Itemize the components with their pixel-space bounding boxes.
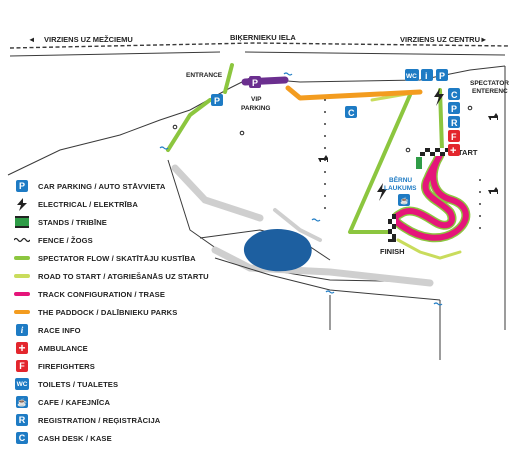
toilets-icon: WC — [15, 378, 29, 390]
cafe-icon: ☕ — [16, 396, 28, 408]
svg-text:P: P — [214, 96, 220, 106]
registration-marker: R — [448, 116, 460, 128]
legend-row: ELECTRICAL / ELEKTRĪBA — [14, 195, 264, 213]
svg-text:P: P — [451, 104, 457, 114]
paddock-icon — [14, 305, 30, 319]
toilets-marker: WC — [405, 69, 419, 81]
ambulance-marker: + — [448, 144, 460, 157]
svg-text:i: i — [425, 71, 428, 81]
legend-label: AMBULANCE — [38, 343, 88, 353]
legend-label: RACE INFO — [38, 325, 81, 335]
legend: P CAR PARKING / AUTO STĀVVIETA ELECTRICA… — [14, 177, 264, 447]
stands-marker — [416, 157, 422, 169]
dotted-paths — [324, 99, 481, 229]
spectator-entrance-label-1: SPECTATOR — [470, 80, 509, 87]
parking-icon: P — [16, 180, 28, 192]
dog-icon — [318, 113, 498, 194]
finish-flag — [388, 214, 396, 242]
legend-row: C CASH DESK / KASE — [14, 429, 264, 447]
legend-row: THE PADDOCK / DALĪBNIEKU PARKS — [14, 303, 264, 321]
arrow-left-icon: ◄ — [28, 35, 35, 44]
fence-icon — [14, 233, 30, 247]
vip-parking-label-2: PARKING — [241, 105, 271, 112]
registration-icon: R — [16, 414, 28, 426]
legend-label: SPECTATOR FLOW / SKATĪTĀJU KUSTĪBA — [38, 253, 196, 263]
legend-label: STANDS / TRIBĪNE — [38, 217, 107, 227]
kids-area-label-1: BĒRNU — [389, 176, 412, 184]
legend-label: REGISTRATION / REĢISTRĀCIJA — [38, 415, 161, 425]
parking-marker-3: P — [448, 102, 460, 114]
svg-text:P: P — [252, 78, 258, 88]
road-label-mezciems: VIRZIENS UZ MEŽCIEMU — [44, 35, 133, 44]
track-configuration — [391, 150, 471, 243]
legend-label: CASH DESK / KASE — [38, 433, 112, 443]
legend-row: i RACE INFO — [14, 321, 264, 339]
legend-label: CAR PARKING / AUTO STĀVVIETA — [38, 181, 166, 191]
info-icon: i — [16, 324, 28, 336]
legend-label: CAFE / KAFEJNĪCA — [38, 397, 111, 407]
lake — [243, 229, 312, 272]
firefighters-marker: F — [448, 130, 460, 142]
legend-row: P CAR PARKING / AUTO STĀVVIETA — [14, 177, 264, 195]
legend-label: FENCE / ŽOGS — [38, 235, 93, 245]
finish-label: FINISH — [380, 247, 405, 256]
vip-parking-marker: P — [249, 76, 261, 88]
legend-row: TRACK CONFIGURATION / TRASE — [14, 285, 264, 303]
info-marker: i — [421, 69, 433, 81]
electrical-marker — [434, 88, 444, 106]
legend-row: FENCE / ŽOGS — [14, 231, 264, 249]
legend-label: TRACK CONFIGURATION / TRASE — [38, 289, 166, 299]
track-icon — [14, 287, 30, 301]
legend-row: SPECTATOR FLOW / SKATĪTĀJU KUSTĪBA — [14, 249, 264, 267]
fence-crossings — [159, 72, 443, 306]
spectator-flow-icon — [14, 251, 30, 265]
legend-row: R REGISTRATION / REĢISTRĀCIJA — [14, 411, 264, 429]
legend-label: TOILETS / TUALETES — [38, 379, 119, 389]
spectator-entrance-label-2: ENTERENC — [472, 88, 508, 95]
legend-row: WC TOILETS / TUALETES — [14, 375, 264, 393]
cash-desk-marker: C — [345, 106, 357, 118]
electrical-icon — [14, 197, 30, 211]
svg-text:F: F — [451, 132, 457, 142]
svg-text:WC: WC — [406, 73, 417, 80]
stands-icon — [14, 215, 30, 229]
svg-text:☕: ☕ — [400, 196, 409, 205]
cash-desk-marker-2: C — [448, 88, 460, 100]
legend-row: + AMBULANCE — [14, 339, 264, 357]
spectator-flow-path — [166, 63, 444, 234]
cafe-marker: ☕ — [398, 194, 410, 206]
vip-parking-label-1: VIP — [251, 96, 262, 103]
legend-label: FIREFIGHTERS — [38, 361, 95, 371]
start-label: START — [453, 148, 478, 157]
legend-label: ROAD TO START / ATGRIEŠANĀS UZ STARTU — [38, 271, 209, 281]
info-points — [172, 105, 473, 153]
arrow-right-icon: ► — [480, 35, 487, 44]
svg-text:R: R — [451, 118, 458, 128]
road-to-start-icon — [14, 269, 30, 283]
svg-text:+: + — [450, 145, 456, 157]
firefighters-icon: F — [16, 360, 28, 372]
ambulance-icon: + — [16, 341, 28, 355]
kids-area-label-2: LAUKUMS — [384, 185, 417, 192]
legend-row: ROAD TO START / ATGRIEŠANĀS UZ STARTU — [14, 267, 264, 285]
legend-row: STANDS / TRIBĪNE — [14, 213, 264, 231]
top-road — [9, 42, 511, 57]
road-label-centrs: VIRZIENS UZ CENTRU — [400, 35, 480, 44]
parking-marker-2: P — [436, 69, 448, 81]
legend-label: THE PADDOCK / DALĪBNIEKU PARKS — [38, 307, 178, 317]
electrical-marker-2 — [377, 183, 387, 201]
cash-desk-icon: C — [16, 432, 28, 444]
parking-marker: P — [211, 94, 223, 106]
legend-row: ☕ CAFE / KAFEJNĪCA — [14, 393, 264, 411]
legend-row: F FIREFIGHTERS — [14, 357, 264, 375]
legend-label: ELECTRICAL / ELEKTRĪBA — [38, 199, 138, 209]
road-label-bikernieku: BIĶERNIEKU IELA — [230, 33, 296, 42]
svg-text:C: C — [451, 90, 458, 100]
start-flag — [420, 148, 450, 156]
paddock-path — [285, 85, 423, 101]
entrance-label: ENTRANCE — [186, 72, 223, 79]
svg-text:C: C — [348, 108, 355, 118]
svg-text:P: P — [439, 71, 445, 81]
